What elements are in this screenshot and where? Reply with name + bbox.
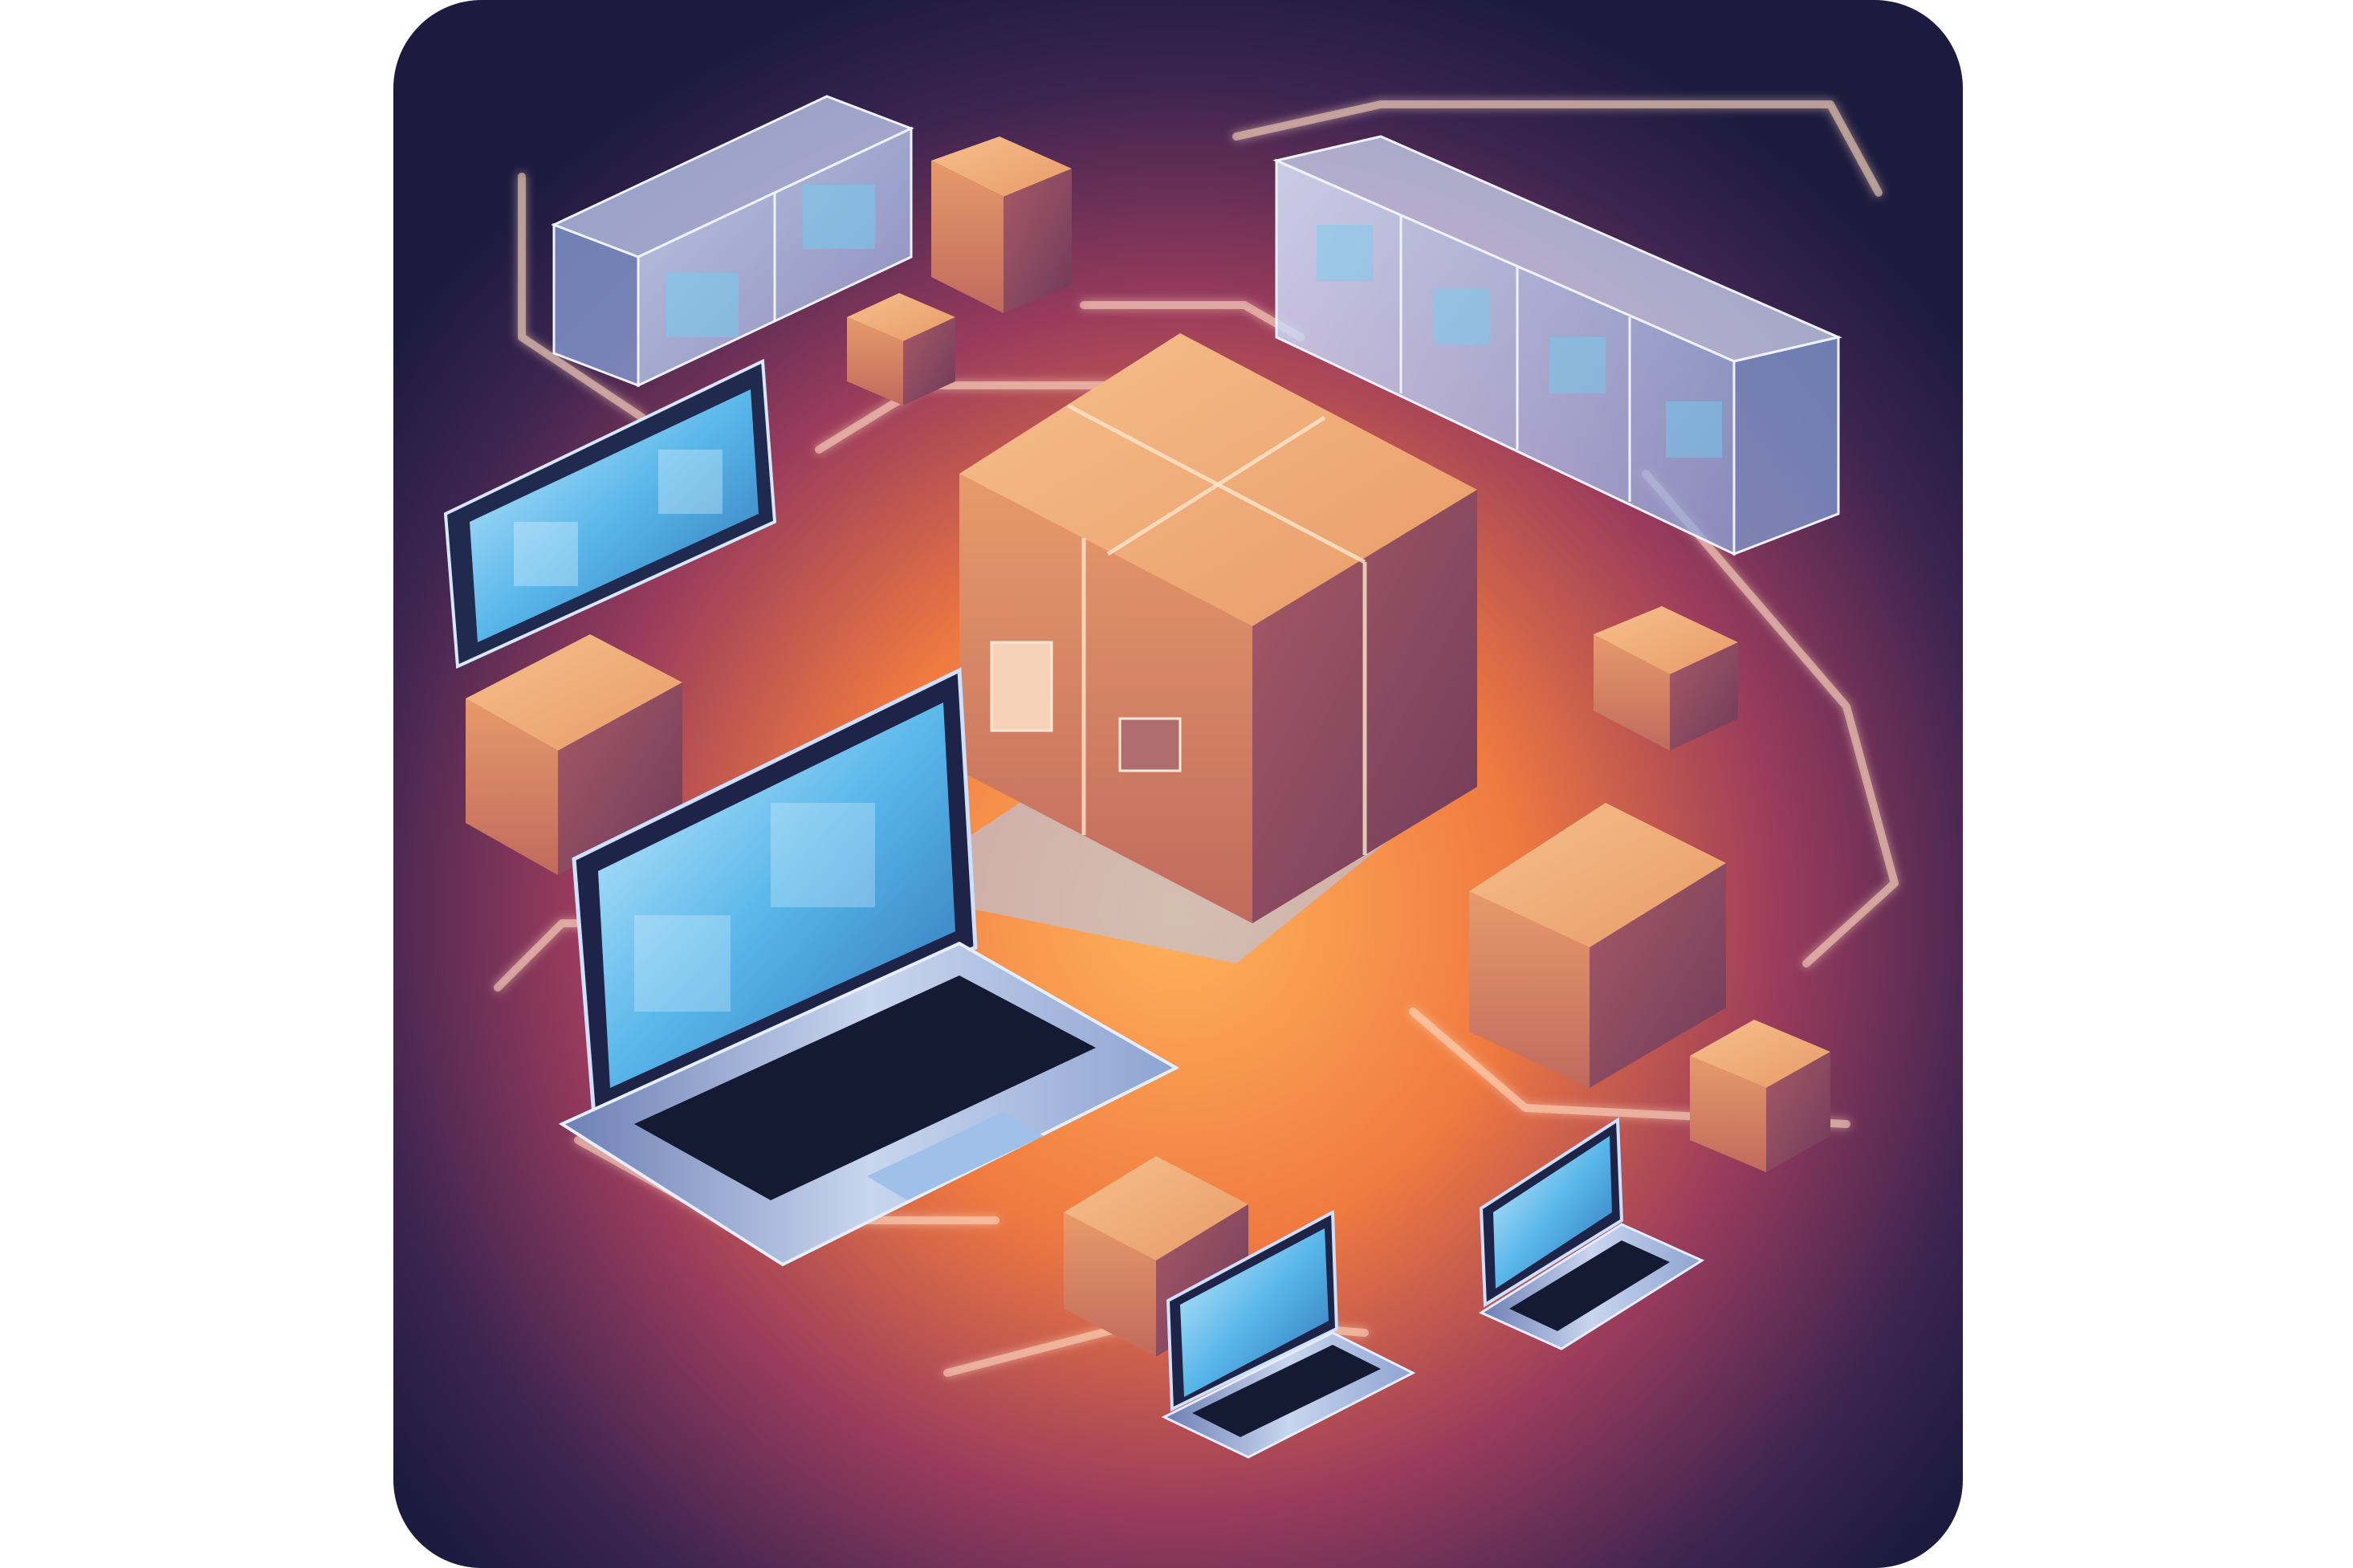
glass-cube-row-top-right xyxy=(1272,135,1842,556)
laptop-small-right xyxy=(1478,1117,1705,1350)
laptop-large xyxy=(558,667,1180,1267)
small-box xyxy=(847,293,955,405)
small-box xyxy=(931,136,1072,313)
glass-container-top-left xyxy=(551,95,914,388)
small-box xyxy=(1690,1020,1830,1172)
laptop-small-left xyxy=(1161,1209,1416,1459)
large-cardboard-box xyxy=(887,333,1477,963)
small-box xyxy=(1594,606,1738,751)
small-box xyxy=(466,634,682,875)
tablet xyxy=(443,358,777,670)
small-box xyxy=(1469,803,1726,1088)
